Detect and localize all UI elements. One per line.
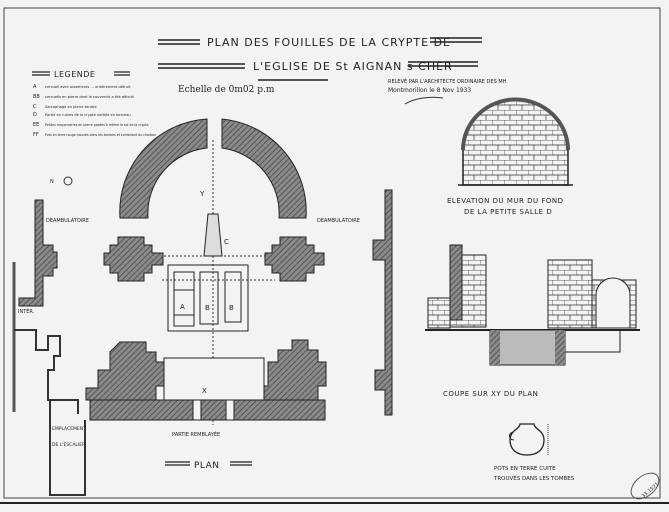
- tomb-enclosure: [167, 264, 249, 332]
- section-arch: [595, 277, 631, 329]
- sarcophagus-c: [203, 213, 223, 257]
- ambulatory-right-label: DEAMBULATOIRE: [317, 218, 360, 224]
- legend-text: Partie en ruines de la crypte voûtée en …: [45, 113, 131, 117]
- legend-heading: LEGENDE: [54, 70, 95, 79]
- plan: N A B B C Y: [12, 118, 393, 496]
- plan-caption: PLAN: [194, 461, 220, 471]
- chamber-d: [163, 357, 265, 401]
- legend-key: C: [33, 104, 37, 110]
- label-y: Y: [199, 190, 205, 198]
- stair-label-2: DE L'ESCALIER: [52, 442, 85, 448]
- sheet-frame: [3, 7, 661, 499]
- survey-line-2: Montmorillon le 8 Nov 1933: [388, 87, 471, 94]
- scale-text: Echelle de 0m02 p.m: [178, 85, 275, 95]
- legend-key: BB: [33, 94, 40, 100]
- left-label: INTÉR.: [18, 307, 35, 315]
- title-block: PLAN DES FOUILLES DE LA CRYPTE DE L'EGLI…: [158, 36, 507, 105]
- elevation-caption-2: DE LA PETITE SALLE D: [464, 208, 552, 216]
- label-a: A: [180, 303, 185, 311]
- legend-key: EE: [33, 122, 39, 128]
- tomb-a: [173, 271, 195, 327]
- label-b: B: [229, 304, 234, 312]
- backfill-label: PARTIE REMBLAYÉE: [172, 430, 220, 438]
- label-c: C: [224, 238, 229, 246]
- stamp-number: 33.1571: [641, 482, 661, 500]
- jar-caption-1: POTS EN TERRE CUITE: [494, 466, 556, 472]
- legend-text: Sarcophage en pierre tendre: [45, 105, 97, 109]
- pier-bottom-left: [85, 341, 169, 401]
- jar-caption-2: TROUVÉS DANS LES TOMBES: [493, 474, 575, 482]
- legend: LEGENDE A cercueil avec ossements … enti…: [32, 70, 156, 138]
- section-wall-right: [547, 259, 593, 329]
- tomb-b-2: [224, 271, 242, 323]
- tomb-b-1: [199, 271, 219, 325]
- archive-stamp: 33.1571: [630, 472, 661, 500]
- legend-key: D: [33, 112, 37, 118]
- apse-wall-left: [119, 118, 208, 219]
- wall-right: [372, 189, 393, 416]
- apse-wall-right: [221, 118, 307, 219]
- legend-key: FF: [33, 132, 39, 138]
- signature: [404, 96, 444, 105]
- stair-area: [49, 400, 86, 496]
- jar: POTS EN TERRE CUITE TROUVÉS DANS LES TOM…: [493, 423, 575, 482]
- ambulatory-left-label: DEAMBULATOIRE: [46, 218, 89, 224]
- title-line-2: L'EGLISE DE St AIGNAN s CHER: [253, 60, 453, 73]
- survey-line-1: RELEVÉ PAR L'ARCHITECTE ORDINAIRE DES MH: [388, 77, 507, 85]
- title-line-1: PLAN DES FOUILLES DE LA CRYPTE DE: [207, 36, 451, 49]
- pier-left: [103, 236, 164, 282]
- legend-text: cercueil avec ossements … entièrement dé…: [45, 85, 131, 89]
- wall-left: [18, 199, 58, 307]
- elevation: ELEVATION DU MUR DU FOND DE LA PETITE SA…: [447, 97, 573, 216]
- north-arrow-icon: [63, 176, 73, 186]
- section-tomb: [489, 329, 566, 366]
- wall-bottom: [89, 399, 326, 421]
- legend-key: A: [33, 84, 37, 90]
- legend-text: Petites maçonneries en pierre posées à m…: [45, 123, 148, 127]
- legend-text: Pots en terre rouge trouvés dans les tom…: [45, 133, 156, 137]
- stair-label-1: EMPLACEMENT: [52, 426, 86, 432]
- elevation-caption-1: ELEVATION DU MUR DU FOND: [447, 197, 564, 205]
- section: COUPE SUR XY DU PLAN: [425, 244, 640, 398]
- pier-right: [264, 236, 325, 282]
- jar-drawing: [509, 423, 545, 456]
- north-label: N: [50, 179, 54, 185]
- section-caption: COUPE SUR XY DU PLAN: [443, 390, 538, 398]
- pier-bottom-right: [257, 339, 327, 401]
- legend-text: cercueils en pierre dont le couvercle a …: [45, 95, 134, 99]
- label-x: X: [202, 387, 207, 395]
- label-b: B: [205, 304, 210, 312]
